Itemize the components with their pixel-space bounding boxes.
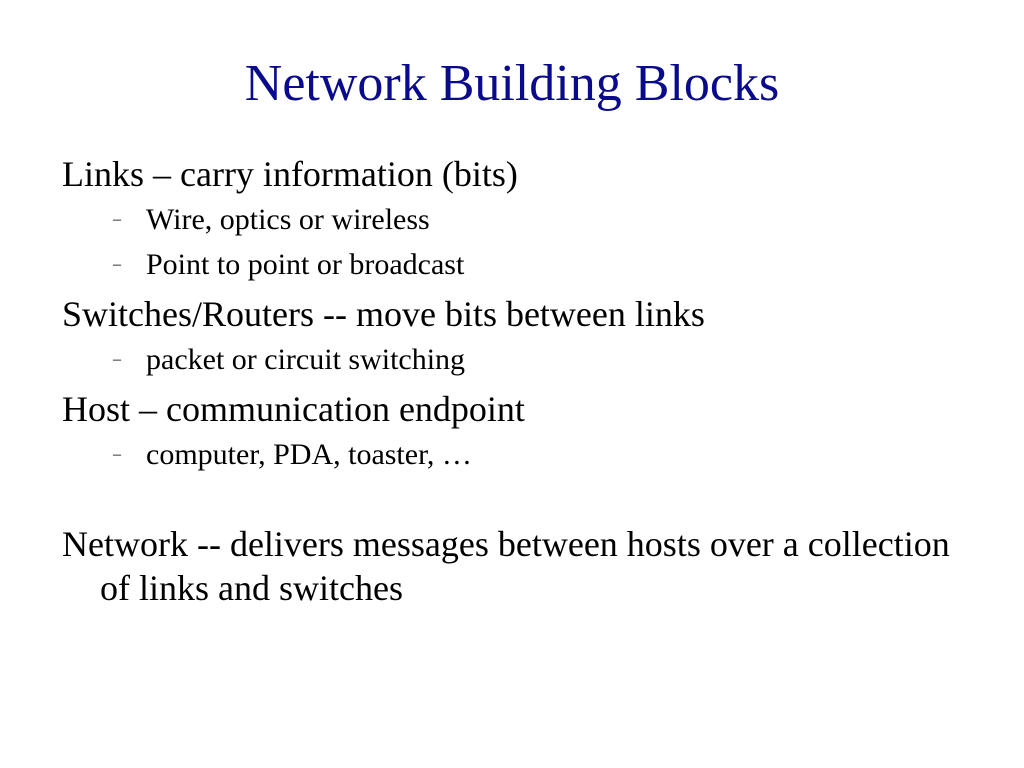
spacer <box>62 482 962 522</box>
sub-bullet-text: Point to point or broadcast <box>146 248 465 281</box>
bullet-links: Links – carry information (bits) <box>62 154 518 194</box>
sub-bullet-text: packet or circuit switching <box>146 343 466 376</box>
sub-bullet-computer: – computer, PDA, toaster, … <box>62 437 962 473</box>
dash-marker: – <box>113 351 121 368</box>
bullet-switches-routers: Switches/Routers -- move bits between li… <box>62 294 705 334</box>
sub-bullet-text: computer, PDA, toaster, … <box>146 438 472 471</box>
slide-title: Network Building Blocks <box>244 55 780 112</box>
bullet-host: Host – communication endpoint <box>62 389 525 429</box>
slide-body: Links – carry information (bits) – Wire,… <box>62 152 962 610</box>
sub-bullet-text: Wire, optics or wireless <box>146 203 430 236</box>
sub-bullet-wire: – Wire, optics or wireless <box>62 202 962 238</box>
sub-bullet-point-to-point: – Point to point or broadcast <box>62 247 962 283</box>
bullet-network: Network -- delivers messages between hos… <box>62 524 950 608</box>
sub-bullet-packet-switching: – packet or circuit switching <box>62 342 962 378</box>
dash-marker: – <box>113 446 121 463</box>
dash-marker: – <box>113 211 121 228</box>
dash-marker: – <box>113 256 121 273</box>
